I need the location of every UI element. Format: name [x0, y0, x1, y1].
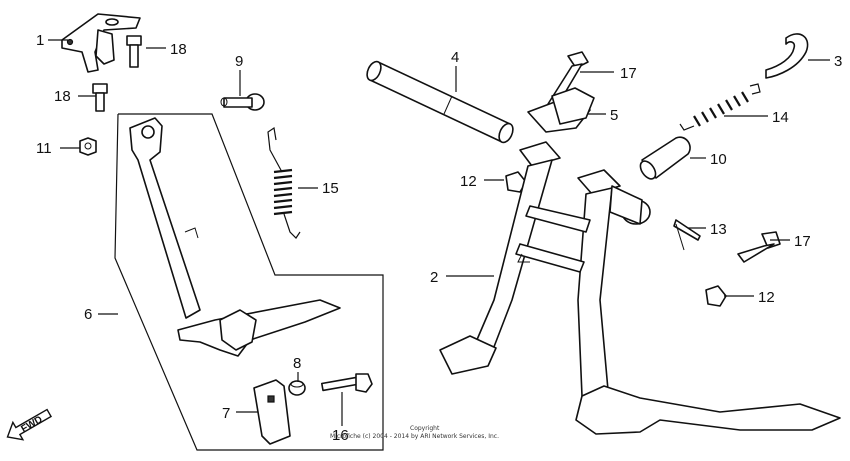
part-15-spring	[267, 126, 301, 239]
part-7-rubber-pad	[253, 379, 291, 445]
forward-arrow-icon: FWD	[6, 408, 53, 441]
callout-12-left: 12	[460, 173, 477, 190]
part-5-stand-stopper	[527, 87, 595, 133]
callout-13: 13	[710, 221, 727, 238]
part-16-bolt	[320, 373, 373, 393]
part-11-nut	[79, 137, 97, 156]
callout-14: 14	[772, 109, 789, 126]
callout-4: 4	[451, 49, 459, 66]
callout-3: 3	[834, 53, 842, 70]
part-10-rubber-cap	[639, 136, 691, 180]
part-14-spring	[679, 83, 761, 131]
part-8-collar	[288, 380, 306, 396]
callout-18-top: 18	[170, 41, 187, 58]
callout-18-left: 18	[54, 88, 71, 105]
callout-5: 5	[610, 107, 618, 124]
part-12-nut-right	[705, 285, 727, 307]
callout-7: 7	[222, 405, 230, 422]
callout-15: 15	[322, 180, 339, 197]
callout-16: 16	[332, 427, 349, 444]
callout-11: 11	[36, 140, 52, 157]
part-1-bracket	[61, 13, 141, 73]
callout-1: 1	[36, 32, 44, 49]
callout-9: 9	[235, 53, 243, 70]
fwd-label: FWD	[19, 414, 44, 435]
part-13-cotter-pin	[673, 219, 701, 251]
part-18-bolt-top	[126, 35, 142, 68]
copyright-line-1: Copyright	[410, 425, 440, 432]
callout-6: 6	[84, 306, 92, 323]
part-3-spring-hook	[765, 33, 809, 79]
callout-17-right: 17	[794, 233, 811, 250]
callout-12-right: 12	[758, 289, 775, 306]
callout-17-top: 17	[620, 65, 637, 82]
leader-lines	[48, 39, 830, 426]
part-17-bolt-right	[737, 231, 781, 263]
part-18-bolt-left	[92, 83, 108, 112]
callout-2: 2	[430, 269, 438, 286]
callout-8: 8	[293, 355, 301, 372]
part-4-pivot-shaft	[366, 60, 514, 144]
side-stand-group-outline	[114, 113, 384, 451]
copyright-line-2: Microfiche (c) 2004 - 2014 by ARI Networ…	[330, 433, 499, 440]
part-2-main-stand	[439, 141, 841, 435]
part-9-pivot-bolt	[220, 93, 265, 111]
part-6-side-stand	[129, 117, 341, 357]
callout-10: 10	[710, 151, 727, 168]
